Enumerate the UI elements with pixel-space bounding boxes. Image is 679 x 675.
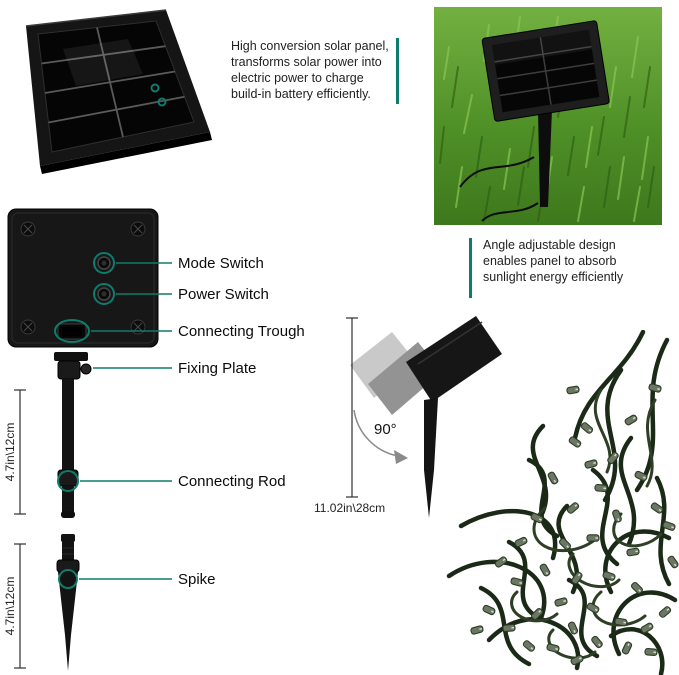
fixing-plate-part (54, 352, 92, 380)
arrowhead (394, 450, 408, 464)
rotation-arc-arrow (353, 409, 399, 457)
rotation-angle-label: 90° (374, 421, 397, 438)
label-power-switch: Power Switch (178, 286, 269, 303)
measurement-overall-height: 11.02in\28cm (314, 501, 386, 515)
photo-wire (459, 156, 539, 222)
photo-stake (538, 110, 552, 207)
angle-note: Angle adjustable design enables panel to… (483, 238, 624, 284)
spike-part (56, 534, 80, 671)
label-mode-switch: Mode Switch (178, 255, 264, 272)
grass-photo (434, 7, 662, 225)
ghost-panel-light (350, 332, 416, 398)
connecting-trough-port (57, 323, 87, 340)
panel-glare (63, 39, 143, 86)
device-inner-edge (11, 212, 155, 344)
mode-switch-button (97, 256, 111, 270)
panel-back-device (7, 208, 159, 348)
note-accent-bar (396, 38, 399, 104)
panel-back-and-stake (7, 208, 159, 671)
solar-panel-note: High conversion solar panel, transforms … (231, 39, 389, 101)
power-switch-button (97, 287, 111, 301)
angle-diagram (350, 316, 502, 518)
measurement-rod-length: 4.7in\12cm (3, 422, 17, 482)
label-connecting-trough: Connecting Trough (178, 323, 305, 340)
measurement-spike-length: 4.7in\12cm (3, 576, 17, 636)
panel-cells (37, 20, 195, 153)
note-accent-bar (469, 238, 472, 298)
panel-bottom-edge (40, 132, 212, 174)
solar-panel-illustration (25, 9, 212, 174)
string-lights-photo (446, 330, 679, 675)
photo-solar-panel (481, 20, 610, 122)
callout-marks (150, 83, 167, 107)
adjusted-panel (406, 316, 502, 402)
label-fixing-plate: Fixing Plate (178, 360, 257, 377)
light-cables (446, 330, 678, 675)
label-connecting-rod: Connecting Rod (178, 473, 286, 490)
connecting-rod-part (57, 379, 79, 518)
panel-grid-lines (41, 27, 185, 138)
label-spike: Spike (178, 571, 216, 588)
diagram-stake (424, 398, 438, 518)
